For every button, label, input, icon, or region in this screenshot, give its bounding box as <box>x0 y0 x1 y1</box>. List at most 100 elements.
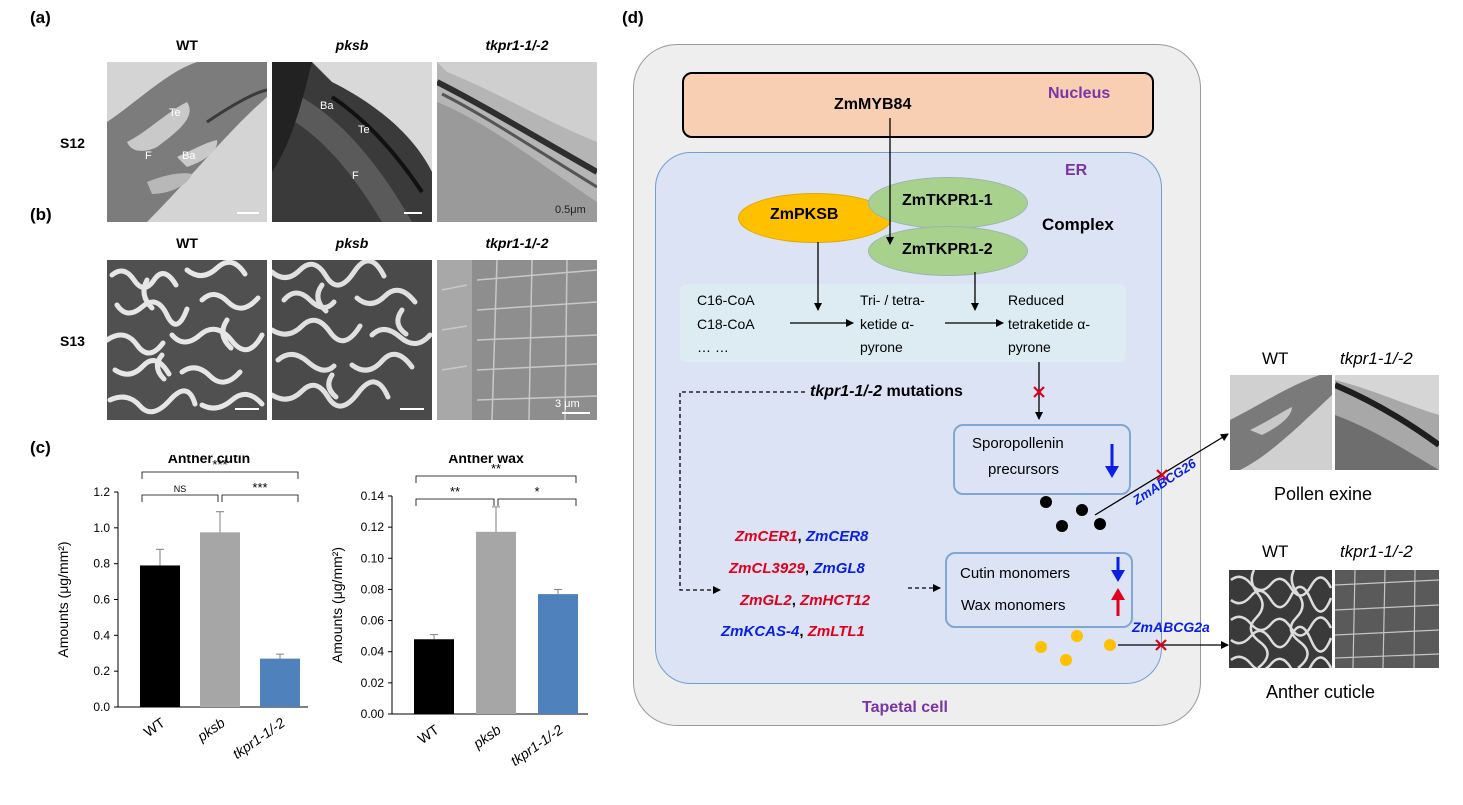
cutin-y-axis-label: Amounts (μg/mm²) <box>55 541 71 657</box>
wax-chart-title: Anther wax <box>448 455 524 466</box>
wax-sig-label-1: ** <box>450 484 460 499</box>
tem-pksb-scalebar <box>404 212 422 214</box>
nucleus-box <box>682 72 1154 138</box>
substrate-c18: C18-CoA <box>697 316 755 332</box>
cutin-y-tick-label: 0.0 <box>93 700 110 714</box>
tem-tkpr-image: 0.5μm <box>437 62 597 222</box>
sem-pksb-scalebar <box>400 408 424 410</box>
er-label: ER <box>1065 162 1088 179</box>
outcome-wt-label-2: WT <box>1262 542 1289 561</box>
gene-cl3929: ZmCL3929 <box>729 560 805 577</box>
outcome-tem-wt <box>1230 375 1332 470</box>
up-arrow-wax <box>1111 588 1125 616</box>
wax-y-tick-label: 0.02 <box>361 676 385 690</box>
wax-sig-label-2: * <box>534 484 539 499</box>
panel-label-b: (b) <box>30 205 52 224</box>
panel-b-row-label: S13 <box>60 333 85 349</box>
gene-line-2: ZmCL3929, ZmGL8 <box>729 560 865 577</box>
panel-label-a: (a) <box>30 8 51 27</box>
panel-label-c: (c) <box>30 438 51 457</box>
tem-pksb-image: Ba Te F <box>272 62 432 222</box>
outcome-caption-2: Anther cuticle <box>1266 682 1376 702</box>
wax-sig-label-0: ** <box>491 461 501 476</box>
monomers-box <box>945 552 1133 628</box>
wax-y-tick-label: 0.14 <box>361 489 385 503</box>
wax-sig-bracket-2 <box>497 498 577 506</box>
gene-gl2: ZmGL2 <box>740 592 792 609</box>
outcome-tem-wt-drawing <box>1230 375 1332 470</box>
outcome-tem-mut-drawing <box>1335 375 1439 470</box>
cutin-monomers-label: Cutin monomers <box>960 565 1071 582</box>
mutation-genotype: tkpr1-1/-2 <box>810 383 883 400</box>
sem-tkpr-scalebar <box>562 412 590 414</box>
gene-hct12: ZmHCT12 <box>800 592 871 609</box>
gene-line-1: ZmCER1, ZmCER8 <box>735 528 868 545</box>
gene-ltl1: ZmLTL1 <box>807 623 865 640</box>
cutin-y-tick-label: 0.2 <box>93 664 110 678</box>
sporopollenin-particles <box>1040 496 1106 532</box>
tem-tkpr-scale-text: 0.5μm <box>555 204 586 216</box>
cutin-bar-0 <box>140 565 180 707</box>
wax-sig-bracket-1 <box>415 498 495 506</box>
cutin-sig-label-2: *** <box>252 480 267 495</box>
gene-gl8: ZmGL8 <box>813 560 865 577</box>
gene-line-4: ZmKCAS-4, ZmLTL1 <box>721 623 865 640</box>
cutin-sig-bracket-1 <box>141 494 219 502</box>
wax-sig-bracket-0 <box>415 475 577 483</box>
gene-cer8: ZmCER8 <box>805 528 869 545</box>
cutin-y-tick-label: 1.2 <box>93 485 110 499</box>
cuticle-monomer-particles <box>1035 630 1116 666</box>
block-mark-mutation <box>1033 386 1045 398</box>
panel-a-title-tkpr: tkpr1-1/-2 <box>485 37 549 53</box>
wax-monomers-label: Wax monomers <box>961 597 1066 614</box>
cutin-y-tick-label: 1.0 <box>93 521 110 535</box>
outcome-mut-label-1: tkpr1-1/-2 <box>1340 349 1413 368</box>
tem-pksb-tag-ba: Ba <box>320 100 334 112</box>
cutin-y-tick-label: 0.8 <box>93 557 110 571</box>
wax-y-tick-label: 0.10 <box>361 551 385 565</box>
product-line2: tetraketide α- <box>1008 316 1091 332</box>
wax-y-tick-label: 0.04 <box>361 645 385 659</box>
tkpr2-ellipse <box>868 226 1028 276</box>
outcome-sem-mut <box>1335 570 1439 668</box>
tem-pksb-tag-f: F <box>352 170 359 182</box>
sem-wt-scalebar <box>235 408 259 410</box>
wax-bar-0 <box>414 639 454 714</box>
substrate-c16: C16-CoA <box>697 292 755 308</box>
cutin-bar-2 <box>260 658 300 707</box>
wax-bar-1 <box>476 531 516 714</box>
product-line3: pyrone <box>1008 339 1051 355</box>
panel-a-row-label: S12 <box>60 135 85 151</box>
panel-b-title-pksb: pksb <box>335 235 369 251</box>
sporopollenin-line2: precursors <box>988 461 1059 478</box>
sporopollenin-box <box>953 424 1131 495</box>
panel-a-title-wt: WT <box>176 37 198 53</box>
product-line1: Reduced <box>1008 292 1065 308</box>
substrate-etc: … … <box>697 339 729 355</box>
complex-label: Complex <box>1042 215 1114 234</box>
gene-kcas4: ZmKCAS-4 <box>721 623 800 640</box>
abcg2a-label: ZmABCG2a <box>1132 619 1210 635</box>
block-mark-abcg26 <box>1156 469 1168 481</box>
outcome-sem-wt <box>1229 570 1332 668</box>
cutin-bar-1 <box>200 532 240 707</box>
intermediate-line3: pyrone <box>860 339 903 355</box>
tem-pksb-drawing <box>272 62 432 222</box>
wax-y-axis-label: Amounts (μg/mm²) <box>329 547 345 663</box>
wax-y-tick-label: 0.12 <box>361 520 385 534</box>
cutin-chart: Anther cutin0.00.20.40.60.81.01.2Amounts… <box>55 455 308 762</box>
panel-b-title-wt: WT <box>176 235 198 251</box>
tem-tkpr-drawing <box>437 62 597 222</box>
arrow-mutation-to-genes <box>679 391 805 594</box>
outcome-tem-mut <box>1335 375 1439 470</box>
gene-sep-1: , <box>797 528 806 545</box>
tem-wt-tag-f: F <box>145 150 152 162</box>
sporopollenin-line1: Sporopollenin <box>972 435 1064 452</box>
sem-wt-drawing <box>107 260 265 415</box>
pksb-ellipse <box>738 193 892 243</box>
wax-chart: Anther wax0.000.020.040.060.080.100.120.… <box>329 455 588 769</box>
tem-pksb-tag-te: Te <box>358 124 370 136</box>
sem-tkpr-drawing <box>437 260 597 420</box>
cutin-y-tick-label: 0.6 <box>93 593 110 607</box>
